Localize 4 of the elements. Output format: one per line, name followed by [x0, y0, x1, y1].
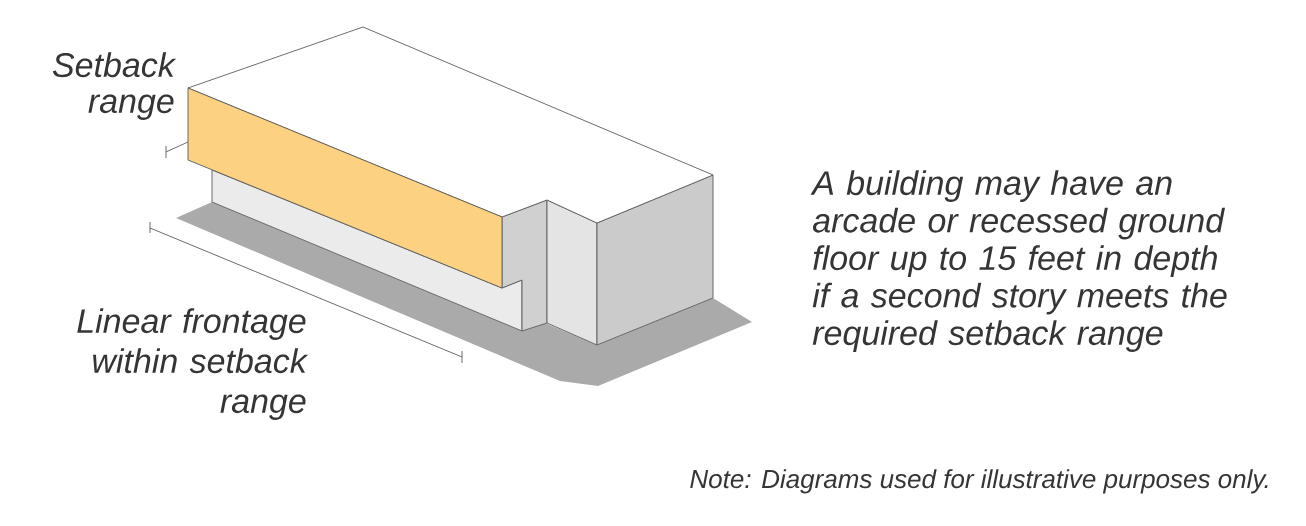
note-text: Note: Diagrams used for illustrative purposes only. [690, 469, 1268, 494]
dimension-label: Linear frontage within setback range [77, 308, 309, 420]
description-text: A building may have an arcade or recessed ground floor up to 15 feet in depth if a second story meets the required setback range [810, 170, 1227, 352]
dimension-label: Setback range [52, 52, 177, 120]
